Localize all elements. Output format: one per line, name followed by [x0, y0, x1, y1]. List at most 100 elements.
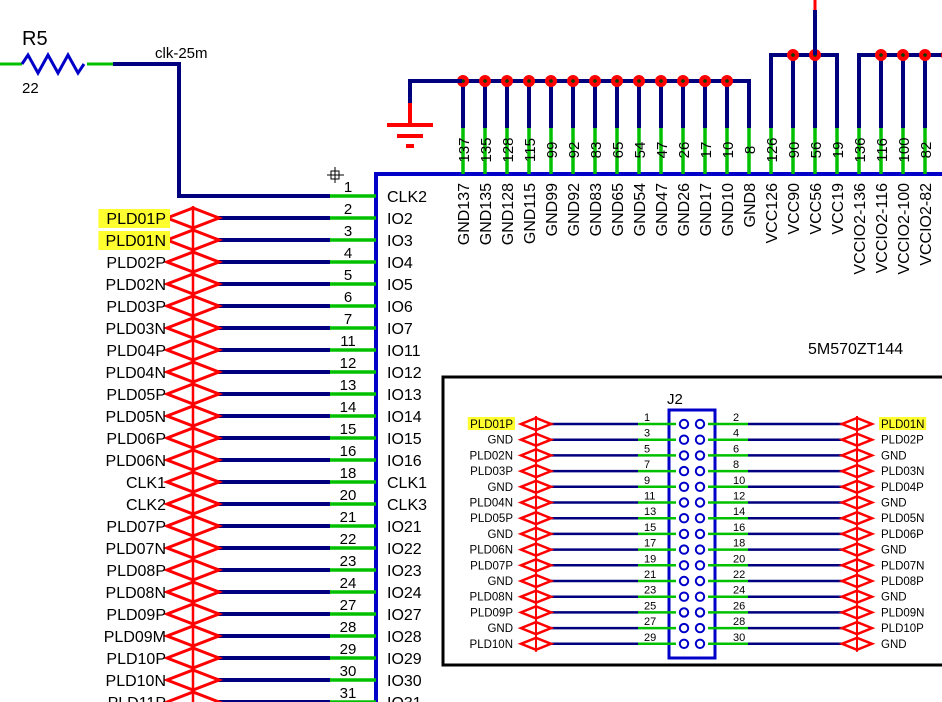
connector-net-label-left: PLD03P — [470, 466, 513, 478]
connector-j2-frame — [441, 375, 942, 667]
connector-net-label-left: GND — [487, 623, 513, 635]
pin-number: 2 — [344, 201, 352, 218]
net-label: PLD04P — [106, 343, 166, 360]
bidirectional-port-icon — [838, 588, 876, 605]
net-highlight — [98, 231, 170, 250]
net-label: CLK1 — [126, 475, 166, 492]
net-label: PLD08N — [106, 585, 166, 602]
bidirectional-port-icon — [162, 624, 224, 648]
resistor-r5[interactable]: R5 22 — [0, 28, 113, 97]
connector-pin-hole-icon — [694, 450, 706, 461]
pin-name: IO13 — [387, 387, 422, 404]
connector-pin-hole-icon — [678, 638, 690, 649]
connector-pin-hole-icon — [694, 481, 706, 492]
bidirectional-port-icon — [517, 620, 555, 637]
connector-pin-hole-icon — [694, 528, 706, 540]
connector-net-label-right: PLD08P — [881, 576, 924, 588]
connector-pin-number-left: 25 — [644, 600, 656, 612]
gnd-bus[interactable] — [457, 75, 751, 128]
connector-pin-hole-icon — [678, 560, 690, 571]
chip-pin-row[interactable]: 31IO31PLD11P — [108, 685, 422, 702]
pin-number: 126 — [764, 137, 781, 162]
vccio-bus[interactable] — [857, 49, 942, 128]
pin-name: GND92 — [566, 183, 583, 236]
pin-number: 56 — [808, 142, 825, 159]
connector-pin-hole-icon — [694, 544, 706, 555]
wire-clk-25m[interactable] — [113, 62, 330, 198]
pin-name: GND26 — [676, 183, 693, 236]
vcc-bus[interactable] — [769, 49, 839, 128]
bidirectional-port-icon — [838, 525, 876, 542]
chip-top-pin[interactable]: VCCIO2- — [940, 128, 942, 248]
bidirectional-port-icon — [517, 635, 555, 652]
connector-pin-hole-icon — [678, 591, 690, 602]
connector-pin-hole-icon — [694, 575, 706, 587]
pin-number: 17 — [698, 142, 715, 159]
pin-name: IO23 — [387, 563, 422, 580]
pin-name: GND115 — [522, 183, 539, 244]
bidirectional-port-icon — [162, 558, 224, 582]
